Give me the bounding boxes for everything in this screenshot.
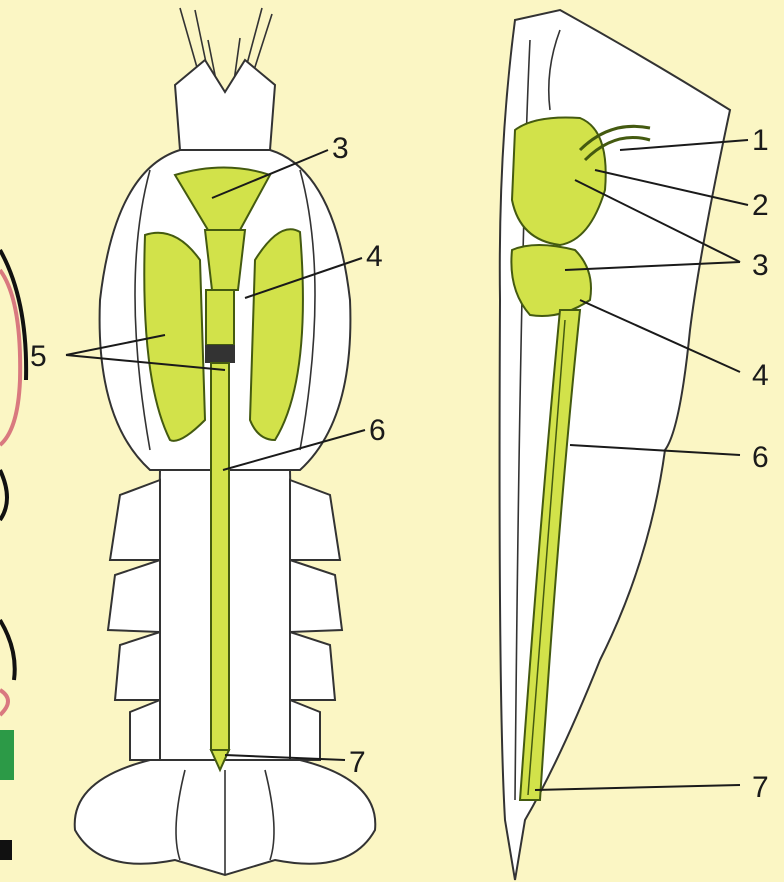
label-right-3: 3 <box>752 249 769 282</box>
label-right-6: 6 <box>752 441 769 474</box>
label-right-2: 2 <box>752 189 769 222</box>
label-right-4: 4 <box>752 359 769 392</box>
label-right-7: 7 <box>752 771 769 804</box>
right-figure-labels: 1 2 3 4 6 7 <box>752 124 769 804</box>
label-left-3: 3 <box>332 132 349 165</box>
label-left-6: 6 <box>369 414 386 447</box>
right-figure-lateral-view <box>500 10 730 880</box>
label-left-7: 7 <box>349 746 366 779</box>
label-left-4: 4 <box>366 240 383 273</box>
label-right-1: 1 <box>752 124 769 157</box>
margin-fragments <box>0 250 26 860</box>
label-left-5: 5 <box>30 340 47 373</box>
left-figure-dorsal-view <box>75 8 376 875</box>
